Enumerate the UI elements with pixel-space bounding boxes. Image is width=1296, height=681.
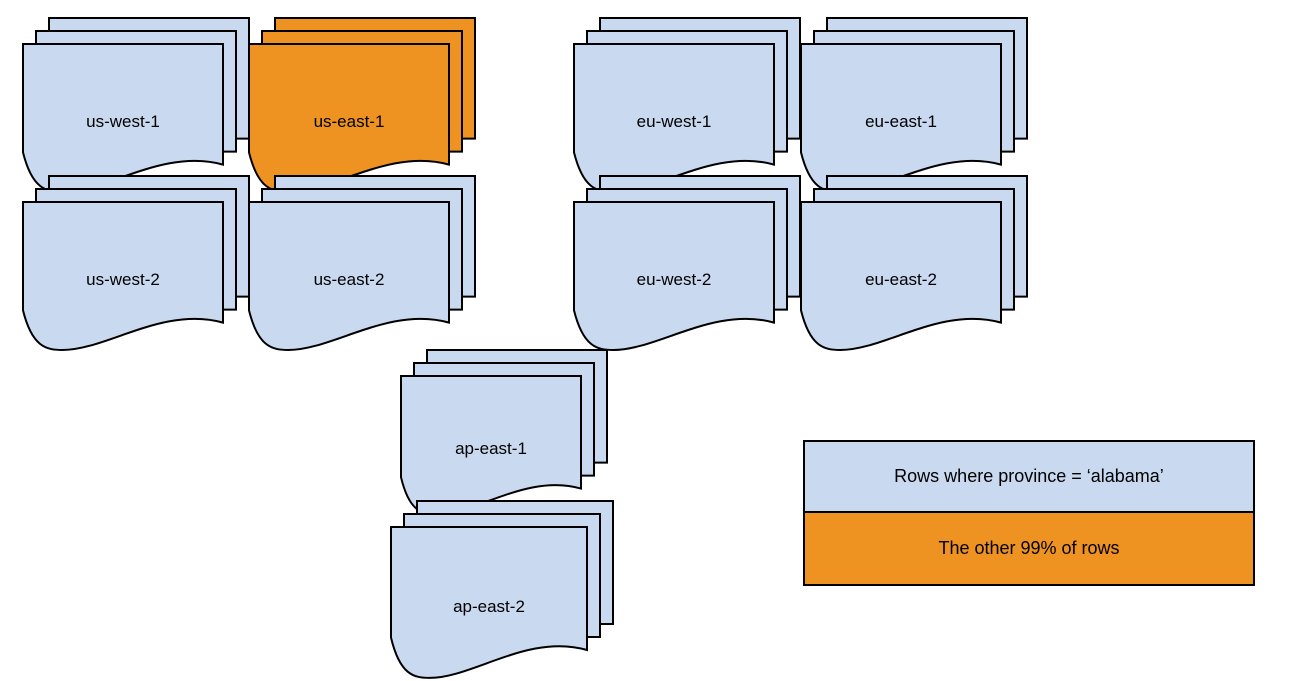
stack-sheet-eu-east-1-1: [800, 43, 1002, 194]
region-stack-us-west-1[interactable]: us-west-1: [22, 17, 250, 195]
legend-box: Rows where province = ‘alabama’ The other…: [803, 440, 1255, 586]
region-stack-us-east-1[interactable]: us-east-1: [248, 17, 476, 195]
region-stack-us-east-2[interactable]: us-east-2: [248, 175, 476, 353]
stack-sheet-eu-west-2-1: [573, 201, 775, 352]
stack-sheets-eu-east-1: [800, 17, 1028, 194]
stack-sheet-us-east-2-1: [248, 201, 450, 352]
stack-sheets-ap-east-1: [400, 349, 608, 516]
stack-sheet-us-east-1-1: [248, 43, 450, 194]
region-stack-ap-east-1[interactable]: ap-east-1: [400, 349, 608, 517]
stack-sheet-ap-east-1-1: [400, 375, 582, 516]
stack-sheets-ap-east-2: [390, 500, 614, 679]
region-stack-ap-east-2[interactable]: ap-east-2: [390, 500, 614, 681]
stack-sheets-us-west-2: [22, 175, 250, 352]
stack-sheet-us-west-2-1: [22, 201, 224, 352]
legend-orange: The other 99% of rows: [805, 513, 1253, 584]
stack-sheets-eu-east-2: [800, 175, 1028, 352]
stack-sheets-us-east-2: [248, 175, 476, 352]
stack-sheets-us-east-1: [248, 17, 476, 194]
region-stack-us-west-2[interactable]: us-west-2: [22, 175, 250, 353]
region-stack-eu-east-1[interactable]: eu-east-1: [800, 17, 1028, 195]
region-stack-eu-west-1[interactable]: eu-west-1: [573, 17, 801, 195]
stack-sheets-eu-west-1: [573, 17, 801, 194]
stack-sheet-us-west-1-1: [22, 43, 224, 194]
stack-sheet-eu-east-2-1: [800, 201, 1002, 352]
stack-sheets-us-west-1: [22, 17, 250, 194]
stack-sheet-ap-east-2-1: [390, 526, 588, 679]
region-stack-eu-east-2[interactable]: eu-east-2: [800, 175, 1028, 353]
stack-sheets-eu-west-2: [573, 175, 801, 352]
legend-blue-text: Rows where province = ‘alabama’: [894, 466, 1164, 486]
stack-sheet-eu-west-1-1: [573, 43, 775, 194]
legend-blue: Rows where province = ‘alabama’: [805, 442, 1253, 513]
legend-orange-text: The other 99% of rows: [938, 538, 1120, 558]
region-stack-eu-west-2[interactable]: eu-west-2: [573, 175, 801, 353]
